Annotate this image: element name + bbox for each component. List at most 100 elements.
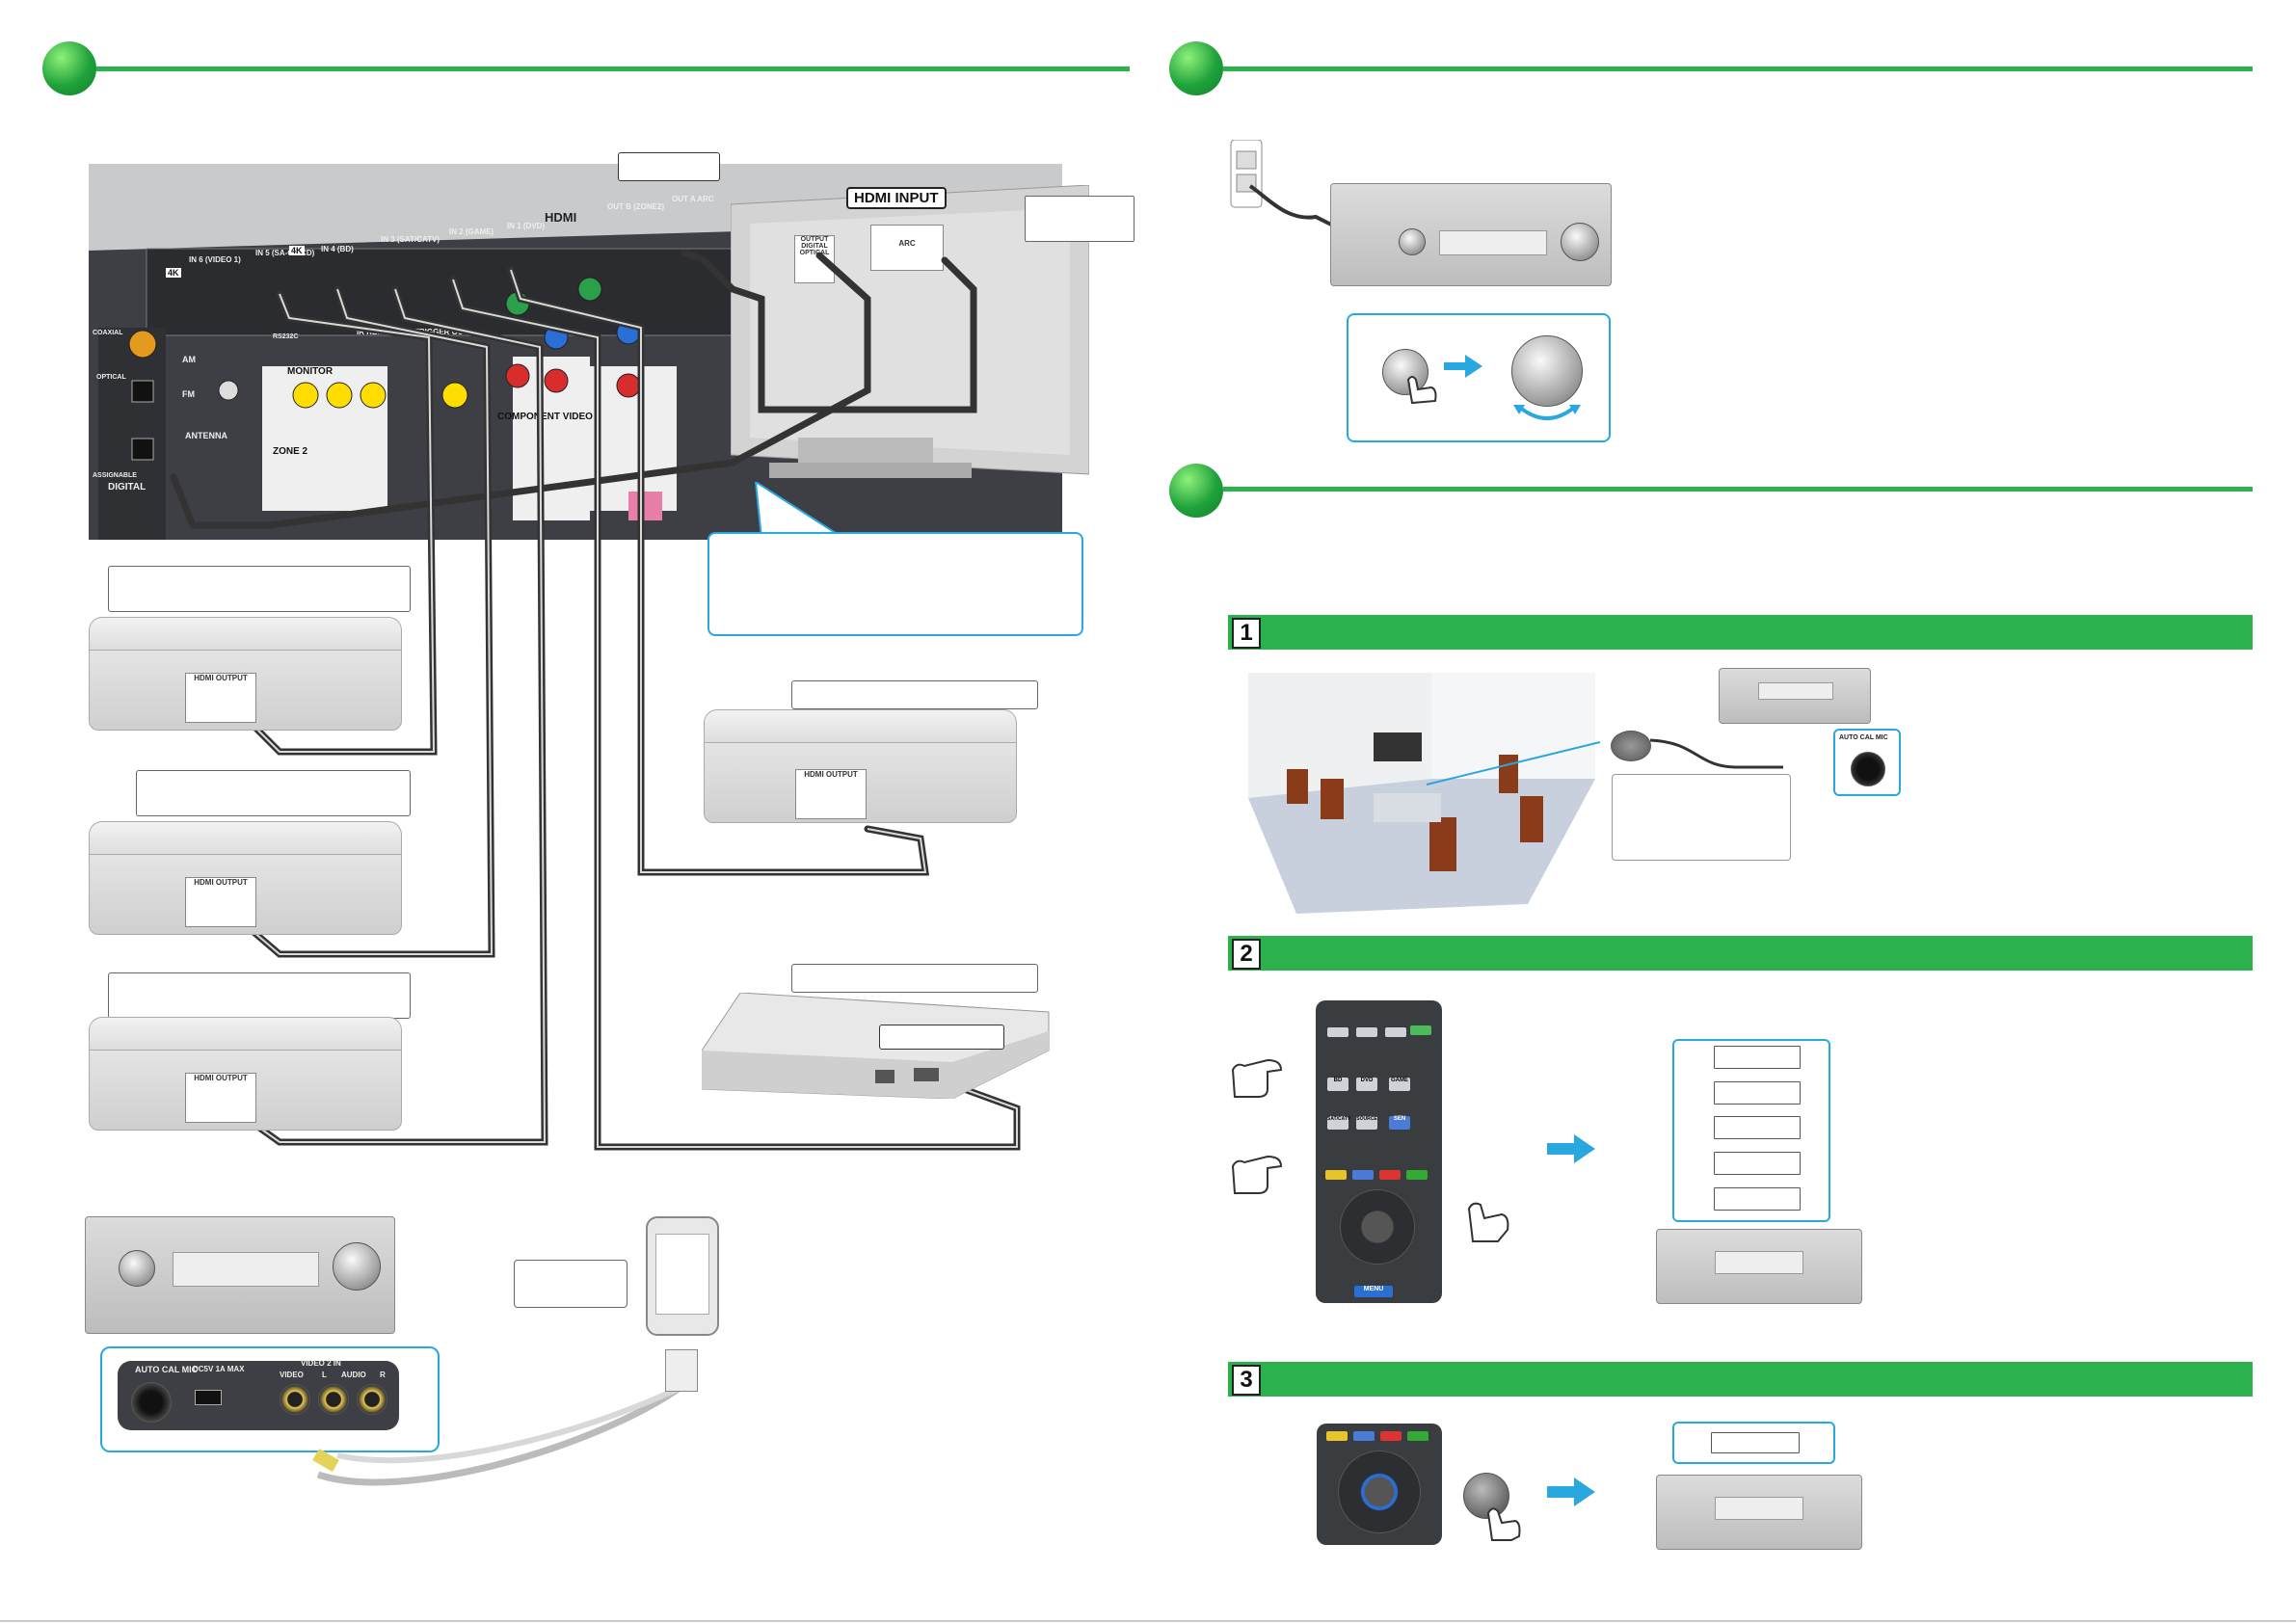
power-button-icon — [1382, 349, 1428, 395]
digital-label: DIGITAL — [108, 482, 147, 493]
remote-btn-green[interactable] — [1406, 1170, 1428, 1180]
flow-step-5 — [1714, 1187, 1801, 1211]
step3-result-text-box — [1711, 1432, 1800, 1453]
remote-btn-satcatv[interactable]: SAT/CATV — [1327, 1116, 1350, 1130]
tv-hdmi-port: ARC — [870, 225, 944, 271]
input-knob-icon — [119, 1250, 155, 1287]
usb-port-icon — [195, 1390, 222, 1405]
power-input-knob-icon — [1399, 228, 1426, 255]
section-marker-setup — [1169, 464, 1223, 518]
remote-btn-3[interactable] — [1385, 1027, 1406, 1037]
hand-press-icon — [1406, 376, 1437, 405]
component-video-label: COMPONENT VIDEO — [497, 412, 593, 422]
hand-press-icon-2 — [1231, 1058, 1283, 1098]
remote3-btn-blue[interactable] — [1353, 1431, 1375, 1441]
coaxial-label: COAXIAL — [93, 330, 123, 336]
audio-l-label: L — [322, 1371, 327, 1379]
ipod-dock-connector — [665, 1349, 698, 1392]
tv-label-callout — [1025, 196, 1135, 242]
section-rule-connect — [96, 67, 1130, 71]
remote-btn-blue[interactable] — [1352, 1170, 1374, 1180]
audio-l-jack-icon — [318, 1384, 349, 1415]
step2-arrow-icon — [1547, 1134, 1595, 1163]
power-volume-knob-icon — [1561, 223, 1599, 261]
remote-btn-sen[interactable]: SEN — [1389, 1116, 1410, 1130]
game-console-port-callout — [879, 1025, 1004, 1050]
step2-display — [1715, 1251, 1803, 1274]
arc-callout-pointer — [754, 482, 840, 539]
antenna-label: ANTENNA — [185, 431, 227, 440]
receiver-front — [85, 1216, 395, 1334]
remote3-btn-green[interactable] — [1407, 1431, 1428, 1441]
mic-jack-icon — [131, 1382, 172, 1423]
am-label: AM — [182, 355, 196, 364]
tv-hdmi-input-label: HDMI INPUT — [846, 187, 947, 209]
remote-btn-yellow[interactable] — [1325, 1170, 1347, 1180]
rotate-arrow-icon — [1513, 405, 1581, 420]
step1-receiver — [1719, 668, 1871, 724]
step-2-bar: 2 — [1228, 936, 2253, 971]
step-1-bar: 1 — [1228, 615, 2253, 650]
source-device-1: HDMI OUTPUT — [89, 617, 402, 731]
remote-control-step3 — [1317, 1424, 1442, 1545]
source-device-3: HDMI OUTPUT — [89, 1017, 402, 1131]
tv-arc-label: ARC — [898, 239, 916, 248]
wall-outlet — [1230, 140, 1336, 228]
remote3-btn-red[interactable] — [1380, 1431, 1402, 1441]
remote-btn-bd[interactable]: BD — [1327, 1078, 1348, 1091]
optical-label: OPTICAL — [96, 374, 126, 381]
step-2-number: 2 — [1232, 939, 1261, 970]
remote-btn-dvd[interactable]: DVD — [1356, 1078, 1377, 1091]
step-1-number: 1 — [1232, 618, 1261, 649]
remote-btn-source[interactable]: SOURCE — [1356, 1116, 1377, 1130]
video2-in-label: VIDEO 2 IN — [301, 1359, 341, 1368]
arrow-right-icon — [1444, 355, 1482, 378]
remote-btn-menu[interactable]: MENU — [1354, 1286, 1393, 1297]
step1-display — [1758, 682, 1833, 700]
audio-r-jack-icon — [357, 1384, 387, 1415]
arc-note-callout — [707, 532, 1083, 636]
remote-dpad[interactable] — [1340, 1189, 1415, 1265]
usb-label: DC5V 1A MAX — [193, 1365, 245, 1373]
remote-power-btn[interactable] — [1410, 1025, 1431, 1035]
video-jack-icon — [280, 1384, 310, 1415]
ipod-device — [646, 1216, 719, 1336]
step-3-number: 3 — [1232, 1365, 1261, 1396]
remote-control: BD DVD GAME SAT/CATV SOURCE SEN MENU — [1316, 1000, 1442, 1303]
remote-btn-2[interactable] — [1356, 1027, 1377, 1037]
step3-display — [1715, 1497, 1803, 1520]
mic-note-box — [1612, 774, 1791, 861]
device-4-label-box — [791, 680, 1038, 709]
rear-hdmi-out-callout — [618, 152, 720, 181]
remote-btn-game[interactable]: GAME — [1389, 1078, 1410, 1091]
section-rule-power — [1223, 67, 2253, 71]
section-marker-power — [1169, 41, 1223, 95]
hand-press-icon-4 — [1467, 1202, 1509, 1242]
step3-arrow-icon — [1547, 1478, 1595, 1506]
remote-btn-red[interactable] — [1379, 1170, 1401, 1180]
remote3-dpad[interactable] — [1338, 1451, 1421, 1533]
trigger-out-label: TRIGGER OUT — [414, 328, 468, 336]
step2-receiver — [1656, 1229, 1862, 1304]
zone2-label: ZONE 2 — [273, 446, 308, 457]
audio-jack-label: AUDIO — [341, 1371, 366, 1379]
remote-btn-1[interactable] — [1327, 1027, 1348, 1037]
remote3-btn-yellow[interactable] — [1326, 1431, 1348, 1441]
volume-knob-icon — [333, 1242, 381, 1291]
power-display — [1439, 230, 1547, 255]
flow-step-1 — [1714, 1046, 1801, 1069]
hdmi-out-a-label: OUT A ARC — [672, 195, 714, 203]
rs232c-label: RS232C — [273, 333, 299, 340]
game-console-label-box — [791, 964, 1038, 993]
section-rule-setup — [1223, 487, 2253, 492]
step3-receiver — [1656, 1475, 1862, 1550]
device-4-hdmi-output: HDMI OUTPUT — [795, 769, 867, 819]
badge-4k-1: 4K — [166, 268, 181, 278]
device-1-label-box — [108, 566, 411, 612]
hdmi-in1-label: IN 1 (DVD) — [507, 222, 546, 230]
source-device-4: HDMI OUTPUT — [704, 709, 1017, 823]
flow-step-4 — [1714, 1152, 1801, 1175]
